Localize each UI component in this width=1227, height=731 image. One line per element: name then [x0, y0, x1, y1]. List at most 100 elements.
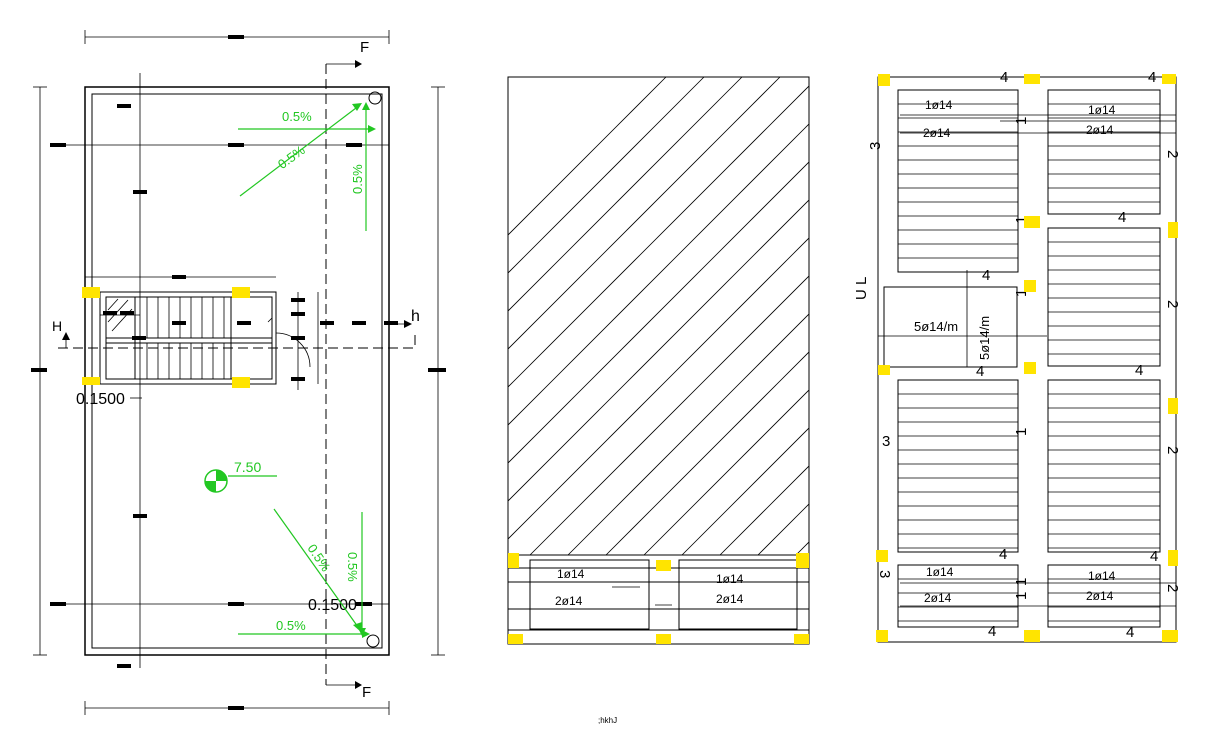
right-column — [1168, 398, 1178, 414]
hatch-line — [508, 77, 781, 350]
plan-column — [82, 377, 100, 385]
bracket-mark: 4 — [1118, 209, 1126, 226]
slope-label: 0.5% — [350, 164, 365, 194]
slab-panel — [1047, 89, 1161, 215]
bracket-mark: 4 — [1148, 69, 1156, 86]
right-column — [1168, 550, 1178, 566]
bracket-mark: 1 — [1013, 117, 1030, 125]
dist-bar-label: 5ø14/m — [914, 319, 958, 334]
slope-label: 0.5% — [282, 109, 312, 124]
middle-column — [796, 553, 809, 568]
right-bar-label: 2ø14 — [1086, 123, 1114, 137]
reinforcement-plan: 5ø14/m 5ø14/m 1ø14 1ø14 2ø14 2ø14 1ø14 1… — [853, 69, 1181, 643]
middle-column — [508, 553, 519, 568]
section-label-top: F — [360, 39, 369, 56]
floor-plan: F F h H 0.1500 0.1500 0.5% 0.5% 0.5% 0.5… — [31, 30, 446, 715]
right-column — [1024, 74, 1040, 84]
footer-note: ;hkhJ — [598, 716, 617, 725]
middle-column — [656, 634, 671, 644]
bracket-mark: 4 — [999, 546, 1007, 563]
dist-bar-label: 5ø14/m — [977, 316, 992, 360]
hatch-line — [757, 503, 809, 555]
plan-column — [232, 377, 250, 388]
bracket-mark: U L — [853, 277, 870, 300]
bracket-mark: 3 — [882, 433, 890, 450]
middle-column — [656, 560, 671, 571]
slab-panel — [897, 89, 1019, 273]
level-label-right: 0.1500 — [308, 597, 357, 614]
hatch-line — [529, 275, 809, 555]
right-column — [876, 630, 888, 642]
hatch-line — [719, 465, 809, 555]
right-bar-label: 1ø14 — [1088, 103, 1116, 117]
slab-panel — [1047, 564, 1161, 628]
section-line-horizontal — [58, 333, 416, 349]
right-column — [1024, 362, 1036, 374]
bracket-mark: 3 — [876, 570, 893, 578]
right-bar-label: 1ø14 — [1088, 569, 1116, 583]
hatch-line — [508, 199, 809, 502]
section-label-side: h — [411, 308, 420, 325]
right-column — [876, 550, 888, 562]
middle-bar-label: 1ø14 — [557, 567, 585, 581]
bracket-mark: 4 — [1000, 69, 1008, 86]
hatch-line — [681, 427, 809, 555]
bracket-mark: 2 — [1164, 584, 1181, 592]
hatch-line — [567, 313, 809, 555]
plan-column — [232, 287, 250, 298]
bracket-mark: 1 — [1013, 578, 1030, 586]
middle-column — [508, 634, 523, 644]
right-column — [1024, 216, 1040, 228]
bracket-mark: 2 — [1164, 446, 1181, 454]
slope-label: 0.5% — [276, 618, 306, 633]
right-column — [878, 74, 890, 86]
bracket-mark: 2 — [1164, 300, 1181, 308]
bracket-mark: 1 — [1013, 289, 1030, 297]
right-column — [878, 365, 890, 375]
right-bar-label: 1ø14 — [925, 98, 953, 112]
right-bar-label: 2ø14 — [1086, 589, 1114, 603]
hatch-line — [508, 237, 809, 540]
right-column — [1024, 630, 1040, 642]
bracket-mark: 4 — [1135, 362, 1143, 379]
right-bar-label: 2ø14 — [924, 591, 952, 605]
right-bar-label: 1ø14 — [926, 565, 954, 579]
hatch-line — [508, 123, 809, 426]
bracket-mark: 4 — [976, 363, 984, 380]
bracket-mark: 1 — [1013, 592, 1030, 600]
hatch-line — [508, 161, 809, 464]
staircase — [82, 287, 398, 390]
slab-panel — [1047, 379, 1161, 553]
middle-bar-label: 2ø14 — [555, 594, 583, 608]
elevation-label: 7.50 — [234, 459, 261, 475]
hatch-line — [508, 77, 743, 312]
bracket-mark: 4 — [982, 267, 990, 284]
bracket-mark: 2 — [1164, 150, 1181, 158]
bracket-mark: 4 — [1126, 624, 1134, 641]
bracket-mark: 4 — [1150, 548, 1158, 565]
hatch-line — [508, 77, 667, 236]
middle-bar-label: 1ø14 — [716, 572, 744, 586]
slope-label: 0.5% — [345, 552, 360, 582]
bracket-mark: 4 — [988, 623, 996, 640]
right-column — [1024, 280, 1036, 292]
hatch-line — [795, 541, 809, 555]
slab-panel — [897, 379, 1019, 553]
right-bar-label: 2ø14 — [923, 126, 951, 140]
middle-column — [794, 634, 809, 644]
slope-label: 0.5% — [275, 142, 308, 172]
hatched-slab: 1ø14 1ø14 2ø14 2ø14 — [507, 76, 1227, 645]
middle-bar-label: 2ø14 — [716, 592, 744, 606]
section-label-bottom: F — [362, 684, 371, 701]
plan-outer-wall — [84, 86, 390, 656]
hatch-line — [834, 77, 1227, 555]
hatch-line — [508, 77, 705, 274]
right-column — [1162, 74, 1176, 84]
plan-inner-wall — [91, 93, 383, 649]
elevation-marker — [204, 469, 277, 493]
slab-panel — [897, 564, 1019, 628]
right-column — [1168, 222, 1178, 238]
bracket-mark: 3 — [867, 142, 884, 150]
hatch-line — [643, 389, 809, 555]
